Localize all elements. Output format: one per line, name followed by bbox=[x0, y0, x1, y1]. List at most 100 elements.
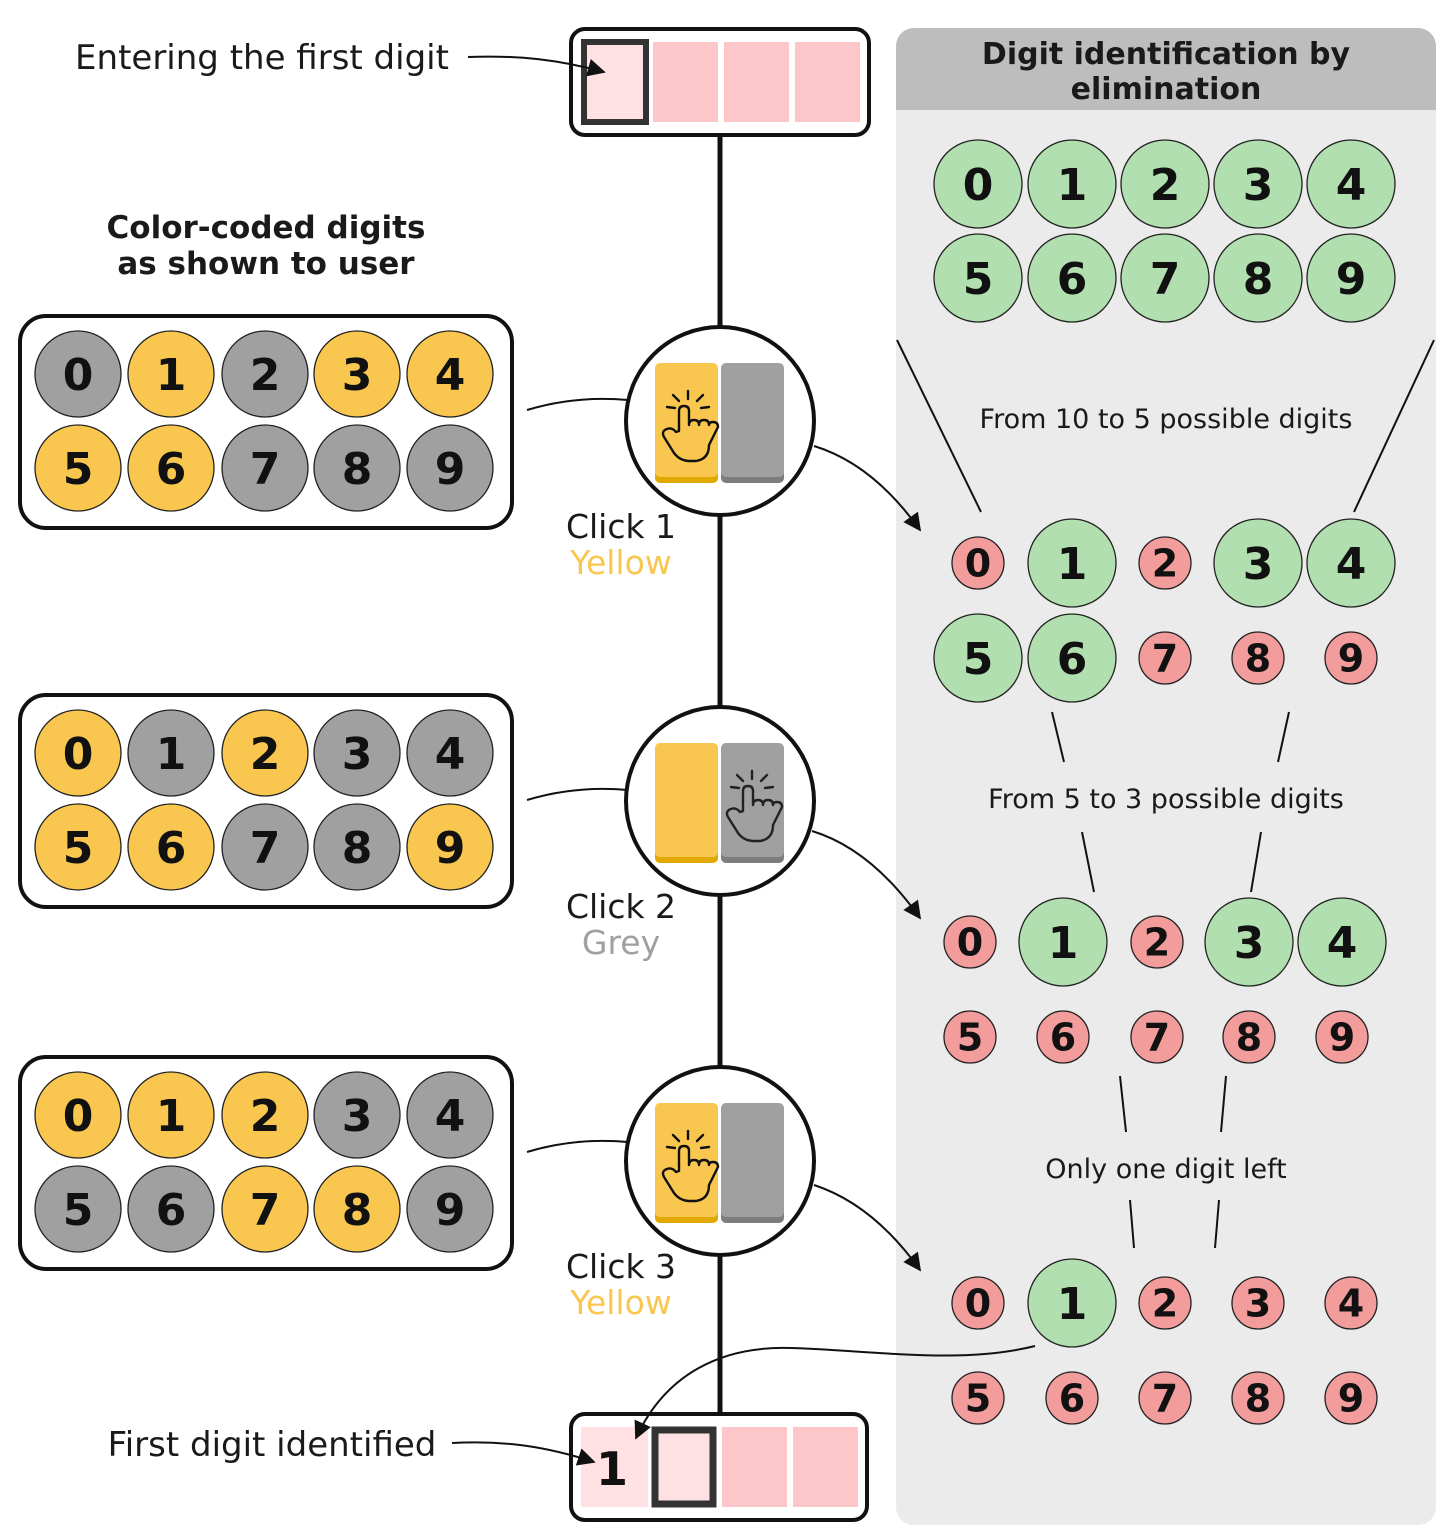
result-digit-8-circle bbox=[1231, 631, 1285, 685]
result-digit-2-label: 2 bbox=[1144, 921, 1170, 965]
initial-digit-9-circle bbox=[1306, 233, 1396, 323]
initial-digit-6-label: 6 bbox=[1057, 254, 1088, 305]
shown-digit-3-label: 3 bbox=[342, 350, 373, 401]
shown-digit-1-circle bbox=[127, 330, 215, 418]
result-digit-2: 2 bbox=[1138, 536, 1192, 590]
result-digit-4-label: 4 bbox=[1338, 1282, 1364, 1326]
initial-digit-2: 2 bbox=[1120, 139, 1210, 229]
shown-digit-2-label: 2 bbox=[250, 729, 281, 780]
shown-digit-8-circle bbox=[313, 1165, 401, 1253]
yellow-button[interactable] bbox=[655, 743, 718, 857]
result-digit-9-label: 9 bbox=[1329, 1016, 1355, 1060]
shown-digit-8-label: 8 bbox=[342, 823, 373, 874]
shown-digit-5-label: 5 bbox=[63, 823, 94, 874]
initial-digit-2-circle bbox=[1120, 139, 1210, 229]
result-digit-1: 1 bbox=[1018, 897, 1108, 987]
shown-digit-0-label: 0 bbox=[63, 350, 94, 401]
shown-digit-4: 4 bbox=[406, 1071, 494, 1159]
elimination-panel: Digit identification by elimination bbox=[896, 28, 1436, 1525]
result-digit-7-circle bbox=[1138, 631, 1192, 685]
shown-digit-5-circle bbox=[34, 1165, 122, 1253]
result-digit-0: 0 bbox=[951, 536, 1005, 590]
result-digit-2: 2 bbox=[1138, 1276, 1192, 1330]
initial-digit-3-circle bbox=[1213, 139, 1303, 229]
click-color-name: Yellow bbox=[569, 1283, 672, 1322]
shown-digit-5: 5 bbox=[34, 803, 122, 891]
result-digit-0-label: 0 bbox=[965, 1282, 991, 1326]
initial-digit-4-circle bbox=[1306, 139, 1396, 229]
shown-digit-4-label: 4 bbox=[435, 1091, 466, 1142]
shown-digit-1: 1 bbox=[127, 330, 215, 418]
shown-digit-2: 2 bbox=[221, 1071, 309, 1159]
result-digit-7-circle bbox=[1138, 1371, 1192, 1425]
shown-digit-7-label: 7 bbox=[250, 823, 281, 874]
initial-digit-6-circle bbox=[1027, 233, 1117, 323]
pin-entry-bottom: 1 bbox=[569, 1412, 869, 1522]
initial-digit-7: 7 bbox=[1120, 233, 1210, 323]
pin-cell-4 bbox=[795, 42, 860, 122]
result-digit-0: 0 bbox=[943, 915, 997, 969]
initial-digit-3-label: 3 bbox=[1243, 160, 1274, 211]
result-digit-6-label: 6 bbox=[1050, 1016, 1076, 1060]
result-digit-9-label: 9 bbox=[1338, 1377, 1364, 1421]
pin-cell-1 bbox=[581, 1427, 648, 1507]
grey-button[interactable] bbox=[721, 363, 784, 477]
pointer-hand-icon bbox=[725, 769, 784, 843]
funnel-step-3: Only one digit left bbox=[1045, 1075, 1287, 1249]
click-circle bbox=[624, 325, 816, 517]
grey-button[interactable] bbox=[721, 1103, 784, 1217]
result-digit-1-label: 1 bbox=[1057, 1279, 1088, 1330]
result-digit-8-label: 8 bbox=[1245, 637, 1271, 681]
pin-cell-3 bbox=[722, 1427, 787, 1507]
initial-digit-7-circle bbox=[1120, 233, 1210, 323]
result-digit-5: 5 bbox=[943, 1010, 997, 1064]
result-digit-2: 2 bbox=[1130, 915, 1184, 969]
result-digit-0-circle bbox=[951, 536, 1005, 590]
funnel-line bbox=[1081, 831, 1095, 893]
shown-digit-9: 9 bbox=[406, 803, 494, 891]
shown-digit-6-circle bbox=[127, 803, 215, 891]
result-digit-5-label: 5 bbox=[963, 634, 994, 685]
result-digit-9-circle bbox=[1324, 1371, 1378, 1425]
result-digit-6-circle bbox=[1027, 613, 1117, 703]
result-digit-9-circle bbox=[1315, 1010, 1369, 1064]
shown-digit-2-circle bbox=[221, 330, 309, 418]
result-digit-0: 0 bbox=[951, 1276, 1005, 1330]
shown-digit-5: 5 bbox=[34, 424, 122, 512]
shown-digit-2: 2 bbox=[221, 330, 309, 418]
color-coded-title-line2: as shown to user bbox=[117, 246, 415, 282]
first-digit-identified-label: First digit identified bbox=[108, 1425, 437, 1465]
shown-digit-0-circle bbox=[34, 1071, 122, 1159]
shown-digit-4-label: 4 bbox=[435, 350, 466, 401]
result-digit-0-label: 0 bbox=[957, 921, 983, 965]
result-digit-1-circle bbox=[1018, 897, 1108, 987]
elimination-title-line1: Digit identification by bbox=[982, 37, 1351, 72]
identified-digit: 1 bbox=[596, 1442, 628, 1496]
result-digit-4: 4 bbox=[1306, 518, 1396, 608]
result-digit-1-label: 1 bbox=[1057, 539, 1088, 590]
shown-digit-8-circle bbox=[313, 803, 401, 891]
result-digit-4-label: 4 bbox=[1327, 918, 1358, 969]
shown-digit-9-circle bbox=[406, 803, 494, 891]
click-label: Click 1 bbox=[566, 507, 676, 546]
funnel-line bbox=[1214, 1199, 1220, 1249]
shown-digit-9-circle bbox=[406, 424, 494, 512]
result-digit-7: 7 bbox=[1138, 631, 1192, 685]
shown-digit-1-label: 1 bbox=[156, 350, 187, 401]
result-digit-3: 3 bbox=[1231, 1276, 1285, 1330]
shown-digit-8: 8 bbox=[313, 803, 401, 891]
connector-left-2 bbox=[526, 787, 629, 801]
initial-digit-3: 3 bbox=[1213, 139, 1303, 229]
shown-digit-3: 3 bbox=[313, 709, 401, 797]
funnel-line bbox=[1250, 831, 1262, 893]
result-digit-5: 5 bbox=[951, 1371, 1005, 1425]
shown-digit-7-circle bbox=[221, 424, 309, 512]
funnel-line bbox=[1220, 1075, 1227, 1133]
result-digit-2-circle bbox=[1130, 915, 1184, 969]
